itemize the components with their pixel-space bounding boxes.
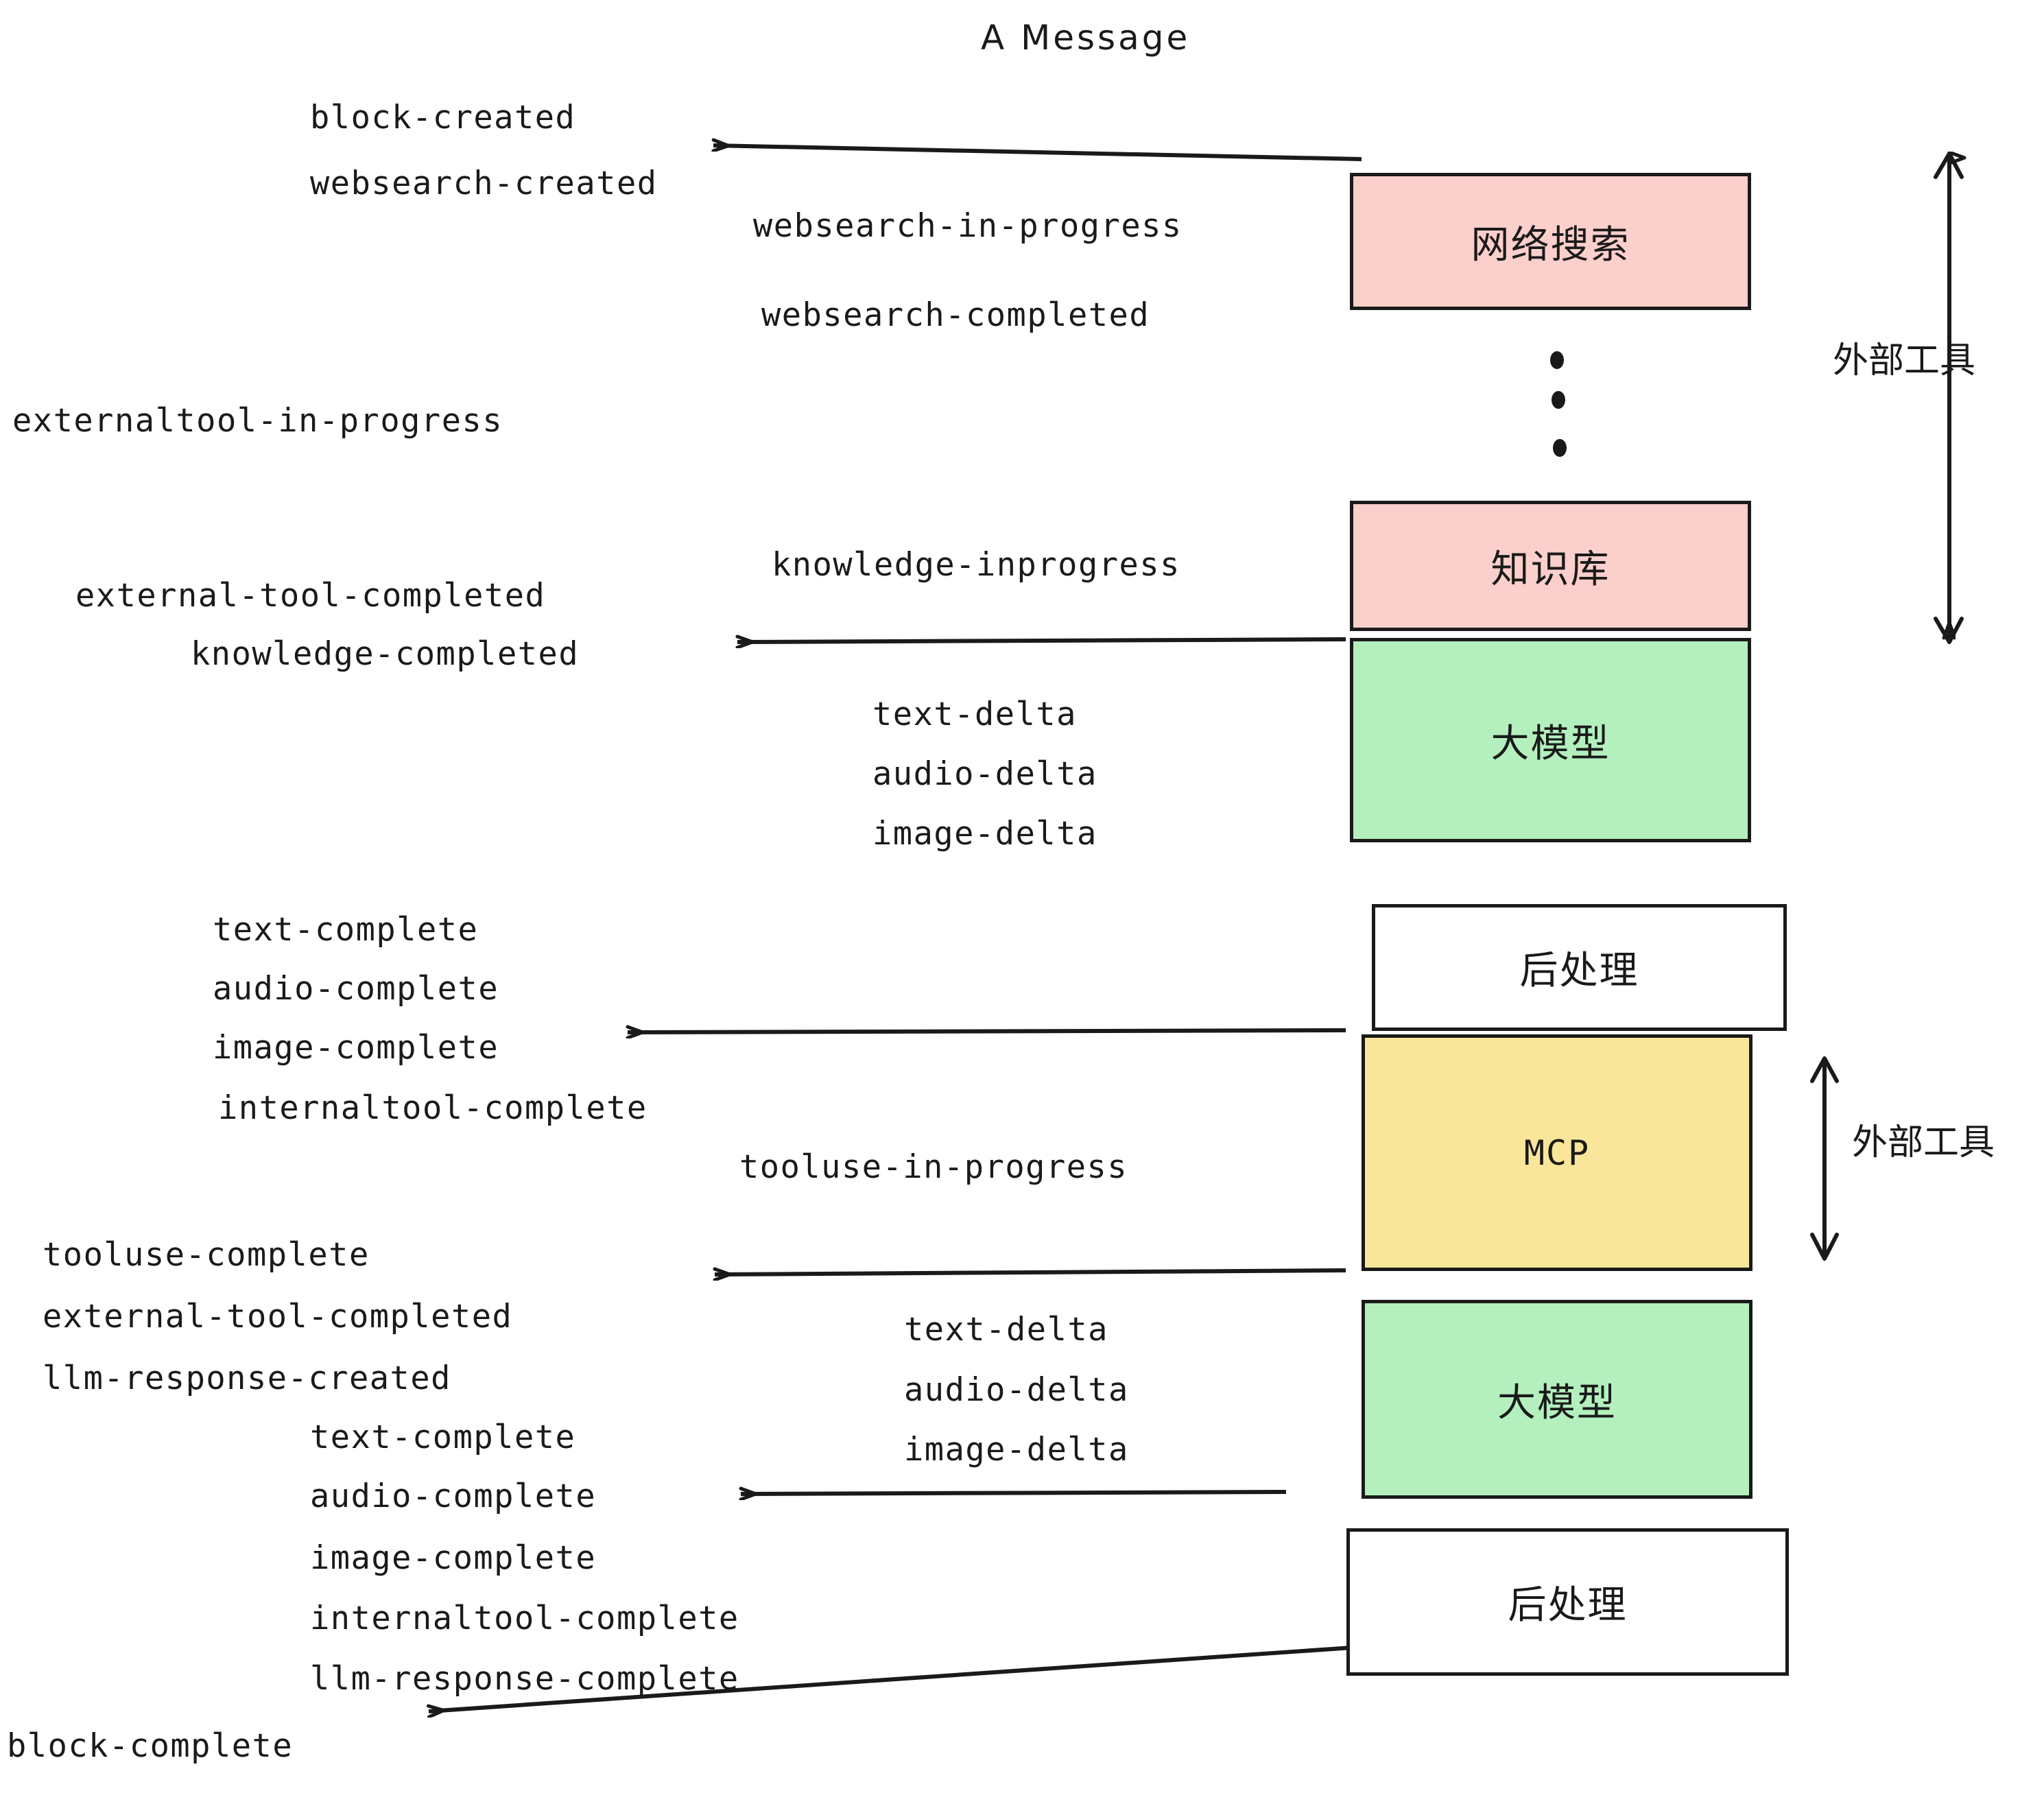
event-internaltool-complete-1: internaltool-complete [218, 1089, 647, 1127]
diagram-title: A Message [981, 18, 1191, 58]
side-label-external-tool-lower: 外部工具 [1852, 1122, 1995, 1163]
ellipsis-dot-3 [1553, 439, 1567, 457]
event-image-delta-1: image-delta [872, 815, 1097, 853]
arrow-knowledge-completed [737, 639, 1346, 642]
ellipsis-dot-2 [1552, 391, 1565, 409]
node-knowledge[interactable]: 知识库 [1350, 501, 1751, 631]
node-knowledge-label: 知识库 [1490, 547, 1611, 592]
node-mcp-label: MCP [1523, 1132, 1591, 1173]
arrow-block-created [713, 145, 1362, 161]
event-image-complete-2: image-complete [310, 1539, 597, 1577]
arrow-image-complete [628, 1030, 1346, 1032]
event-audio-delta-2: audio-delta [904, 1371, 1129, 1409]
ellipsis-dot-1 [1550, 351, 1564, 369]
node-llm-1-label: 大模型 [1490, 721, 1611, 766]
event-externaltool-in-progress: externaltool-in-progress [12, 402, 503, 440]
external-tool-arrowhead-upper-top [1934, 152, 1964, 179]
event-websearch-completed: websearch-completed [761, 296, 1150, 334]
node-llm-1[interactable]: 大模型 [1350, 638, 1751, 842]
arrow-audio-complete [741, 1492, 1287, 1494]
arrow-block-complete [429, 1644, 1372, 1711]
event-websearch-created: websearch-created [310, 165, 658, 202]
node-mcp[interactable]: MCP [1362, 1034, 1752, 1271]
event-llm-response-created: llm-response-created [43, 1360, 451, 1397]
node-llm-2[interactable]: 大模型 [1362, 1300, 1752, 1499]
event-internaltool-complete-2: internaltool-complete [310, 1600, 739, 1637]
event-image-delta-2: image-delta [904, 1431, 1129, 1469]
event-text-delta-2: text-delta [904, 1311, 1108, 1349]
event-text-delta-1: text-delta [872, 696, 1077, 733]
side-label-external-tool-upper: 外部工具 [1833, 340, 1976, 381]
event-text-complete-1: text-complete [213, 911, 479, 949]
event-audio-delta-1: audio-delta [872, 755, 1097, 793]
event-external-tool-completed-2: external-tool-completed [43, 1298, 513, 1336]
node-websearch-label: 网络搜索 [1471, 222, 1630, 268]
event-knowledge-completed: knowledge-completed [191, 635, 580, 673]
arrow-tooluse-complete [715, 1270, 1346, 1274]
node-postproc-1[interactable]: 后处理 [1372, 904, 1787, 1031]
node-llm-2-label: 大模型 [1497, 1380, 1617, 1425]
event-image-complete-1: image-complete [213, 1029, 499, 1067]
event-audio-complete-2: audio-complete [310, 1477, 597, 1515]
external-tool-arrowhead-lower-top [1810, 1056, 1839, 1083]
external-tool-arrowhead-upper-bottom [1934, 617, 1964, 644]
event-external-tool-completed-1: external-tool-completed [75, 577, 546, 615]
node-postproc-1-label: 后处理 [1519, 949, 1639, 993]
event-knowledge-inprogress: knowledge-inprogress [772, 546, 1180, 584]
event-llm-response-complete: llm-response-complete [310, 1660, 739, 1698]
event-websearch-in-progress: websearch-in-progress [753, 207, 1183, 245]
event-block-complete: block-complete [7, 1727, 294, 1765]
event-audio-complete-1: audio-complete [213, 970, 499, 1008]
external-tool-arrowhead-lower-bottom [1810, 1233, 1839, 1261]
event-text-complete-2: text-complete [310, 1419, 576, 1456]
event-block-created: block-created [310, 99, 576, 137]
node-websearch[interactable]: 网络搜索 [1350, 173, 1751, 310]
event-tooluse-in-progress: tooluse-in-progress [739, 1148, 1128, 1186]
event-tooluse-complete: tooluse-complete [43, 1236, 370, 1274]
node-postproc-2[interactable]: 后处理 [1346, 1528, 1789, 1676]
node-postproc-2-label: 后处理 [1508, 1583, 1628, 1628]
